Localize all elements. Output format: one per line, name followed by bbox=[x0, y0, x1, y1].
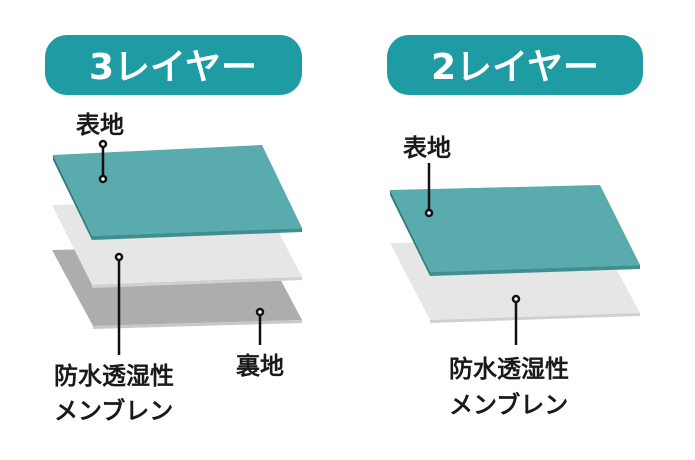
outer-edge-bottom bbox=[92, 228, 302, 240]
outer-layer bbox=[390, 185, 640, 272]
outer-pin bbox=[424, 163, 434, 218]
outer-edge bbox=[390, 190, 430, 276]
outer-edge bbox=[53, 155, 92, 240]
lining-label: 裏地 bbox=[235, 352, 284, 380]
membrane-label-line2: メンブレン bbox=[54, 397, 173, 425]
two-layer-diagram: 2レイヤー 表地 防水透湿性 メンブレン bbox=[387, 35, 643, 419]
two-layer-title: 2レイヤー bbox=[431, 47, 599, 88]
lining-pin bbox=[255, 307, 265, 345]
outer-label: 表地 bbox=[403, 134, 451, 162]
membrane-label-line2: メンブレン bbox=[449, 391, 568, 419]
membrane-pin bbox=[511, 294, 521, 345]
outer-layer bbox=[53, 145, 302, 236]
outer-pin bbox=[98, 139, 108, 184]
three-layer-title: 3レイヤー bbox=[89, 47, 257, 88]
membrane-label-line1: 防水透湿性 bbox=[449, 355, 569, 383]
membrane-pin bbox=[114, 252, 124, 355]
outer-label: 表地 bbox=[76, 111, 124, 139]
outer-edge-bottom bbox=[430, 265, 640, 276]
membrane-edge bbox=[430, 313, 640, 323]
three-layer-title-pill bbox=[45, 35, 302, 95]
three-layer-diagram: 3レイヤー 表地 防水透湿性 メンブレン 裏地 bbox=[45, 35, 302, 425]
two-layer-title-pill bbox=[387, 35, 643, 95]
membrane-edge bbox=[92, 277, 302, 288]
membrane-label-line1: 防水透湿性 bbox=[54, 362, 174, 390]
lining-edge bbox=[93, 320, 302, 329]
